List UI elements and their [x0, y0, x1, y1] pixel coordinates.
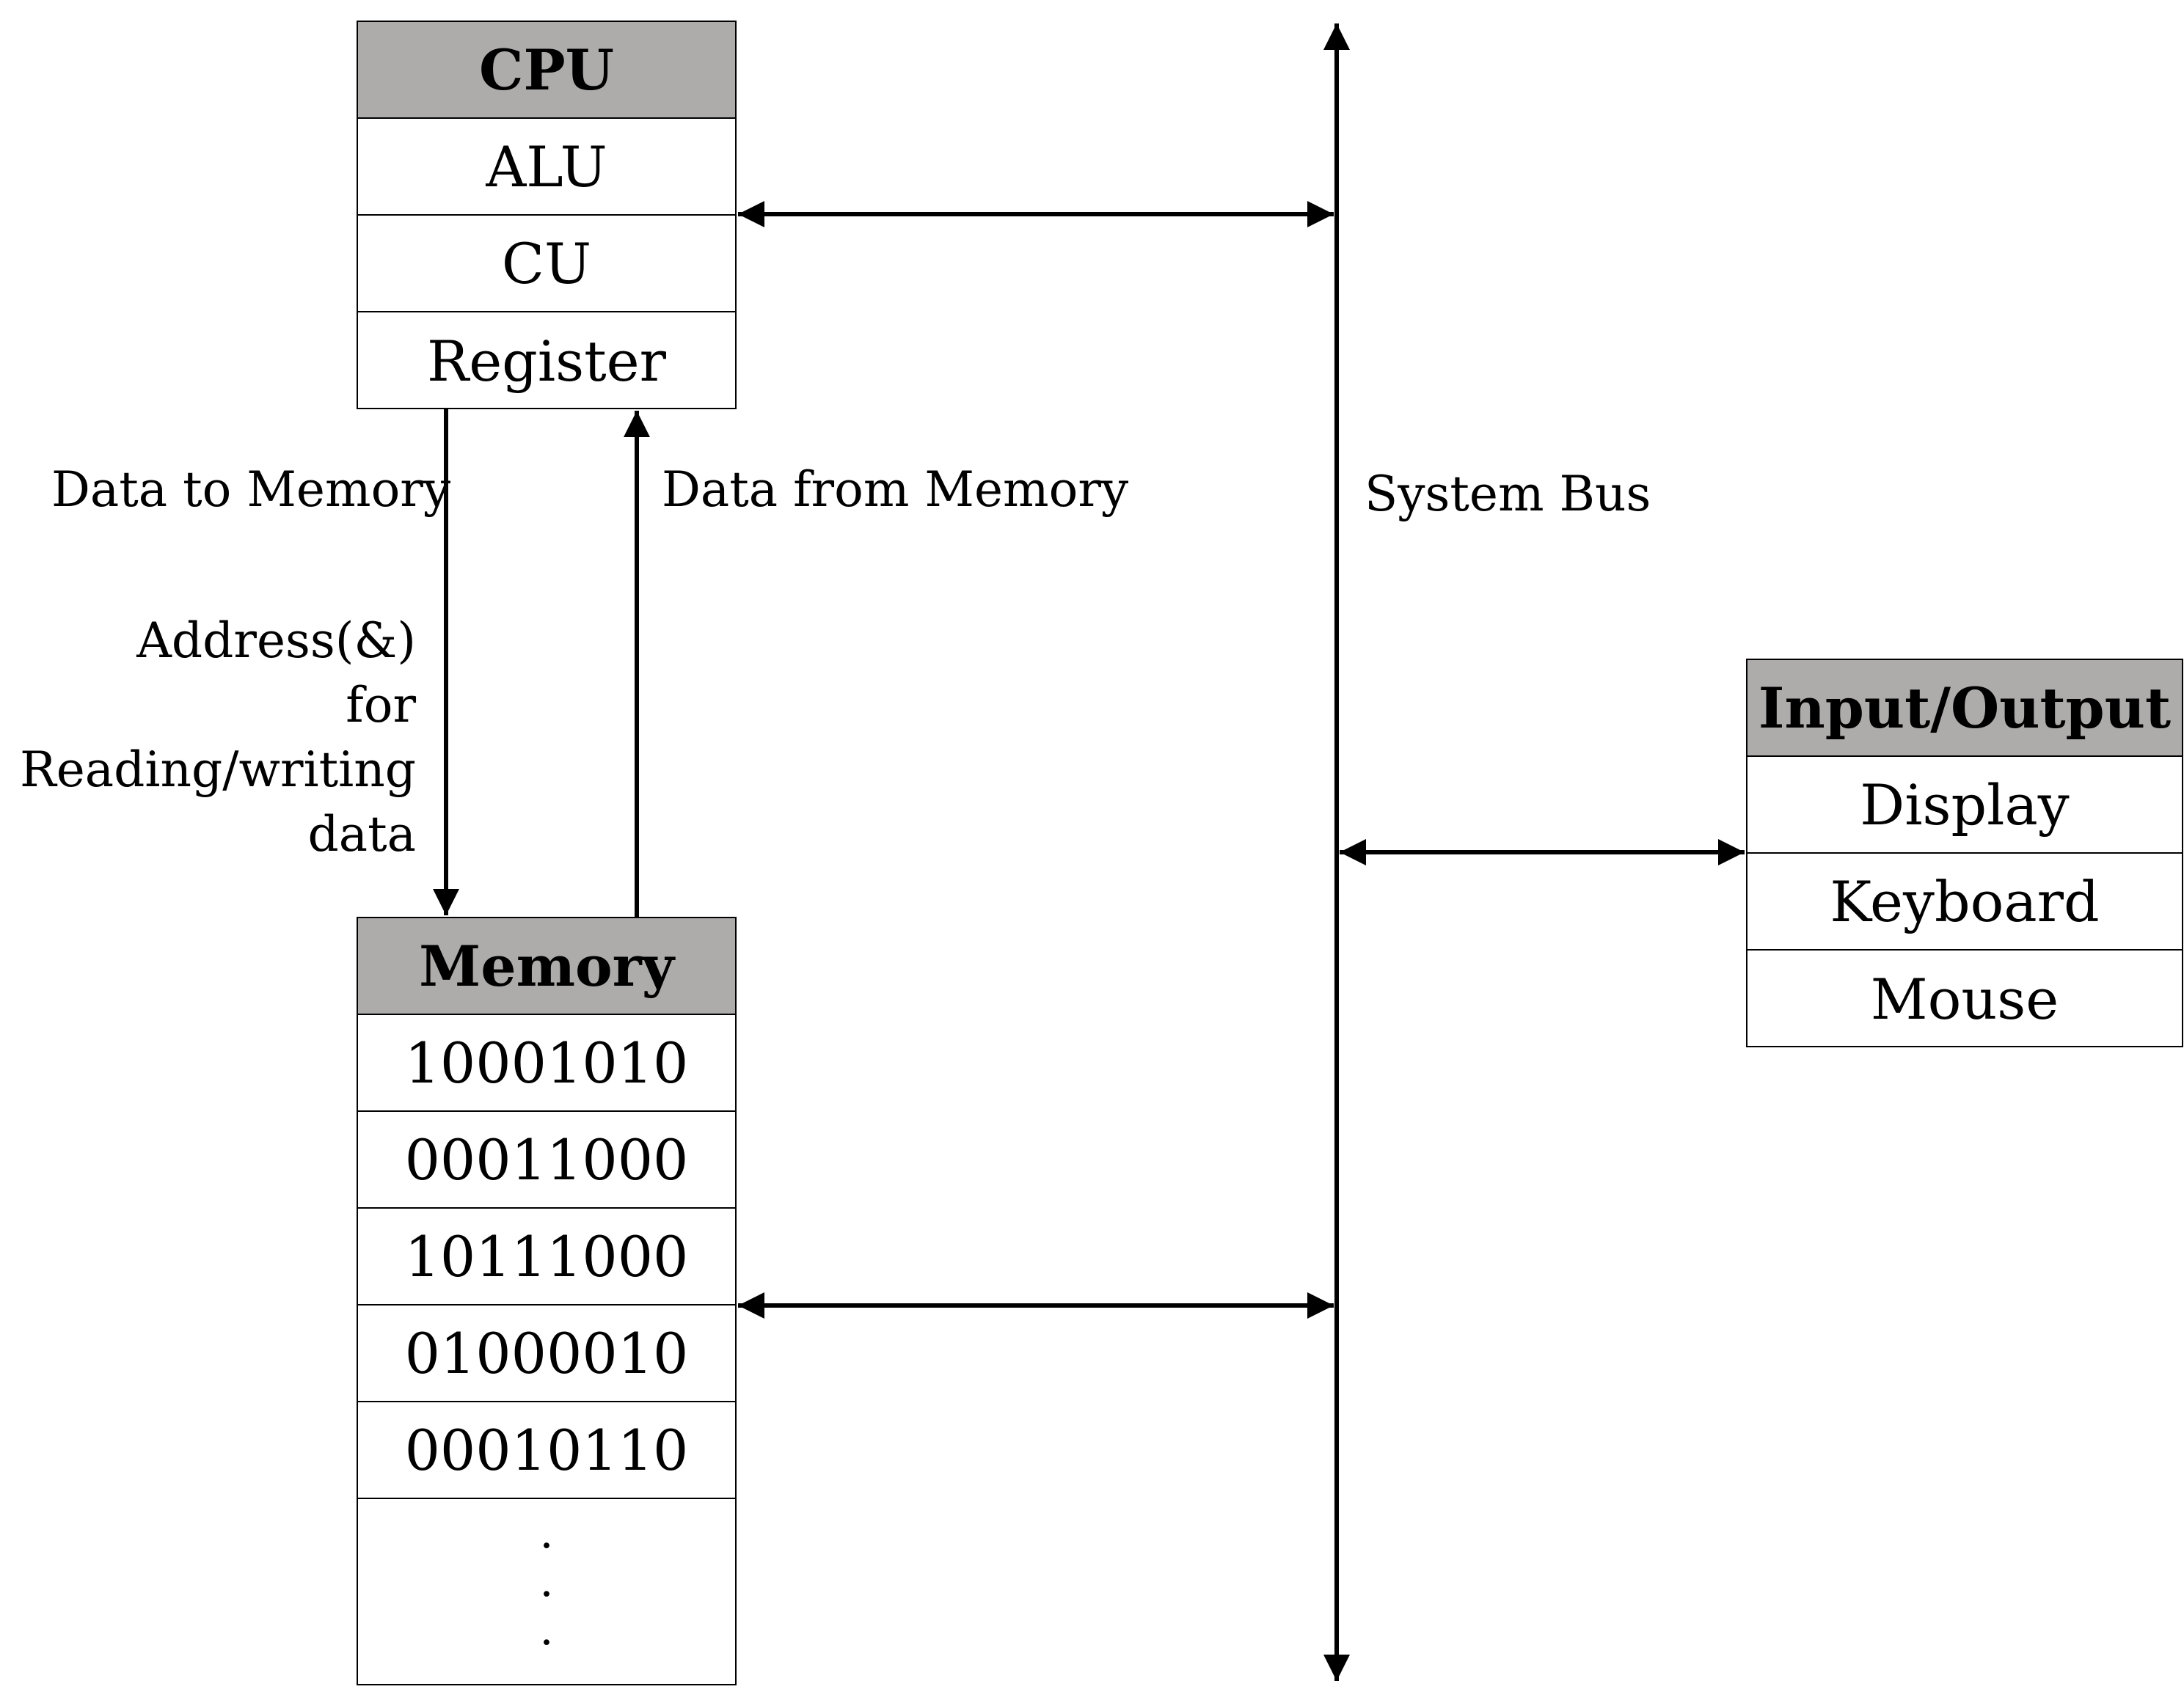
continuation-dot: · — [539, 1617, 554, 1669]
memory-word: 01000010 — [358, 1305, 735, 1402]
continuation-dot: · — [539, 1520, 554, 1572]
continuation-dot: · — [539, 1569, 554, 1620]
cpu-title: CPU — [358, 22, 735, 119]
io-title: Input/Output — [1747, 660, 2182, 757]
io-device-display: Display — [1747, 757, 2182, 854]
address-label-line: for — [346, 677, 416, 733]
address-label: Address(&) for Reading/writing data — [20, 609, 416, 867]
address-label-line: data — [307, 806, 416, 863]
data-to-memory-label: Data to Memory — [51, 461, 451, 518]
memory-block: Memory 10001010 00011000 10111000 010000… — [357, 917, 737, 1685]
io-block: Input/Output Display Keyboard Mouse — [1746, 659, 2183, 1047]
cpu-component-alu: ALU — [358, 119, 735, 216]
cpu-component-register: Register — [426, 328, 666, 394]
memory-word: 00011000 — [358, 1112, 735, 1209]
system-bus-label: System Bus — [1365, 466, 1651, 522]
cpu-component-cu: CU — [358, 216, 735, 312]
memory-continuation: · · · — [358, 1499, 735, 1682]
io-device-mouse: Mouse — [1870, 966, 2059, 1032]
address-label-line: Address(&) — [136, 612, 416, 669]
address-label-line: Reading/writing — [20, 741, 416, 798]
memory-word: 10001010 — [358, 1015, 735, 1112]
io-device-keyboard: Keyboard — [1747, 854, 2182, 951]
memory-word: 10111000 — [358, 1209, 735, 1305]
memory-word: 00010110 — [358, 1402, 735, 1499]
cpu-block: CPU ALU CU Register — [357, 21, 737, 409]
data-from-memory-label: Data from Memory — [662, 461, 1129, 518]
memory-title: Memory — [358, 918, 735, 1015]
